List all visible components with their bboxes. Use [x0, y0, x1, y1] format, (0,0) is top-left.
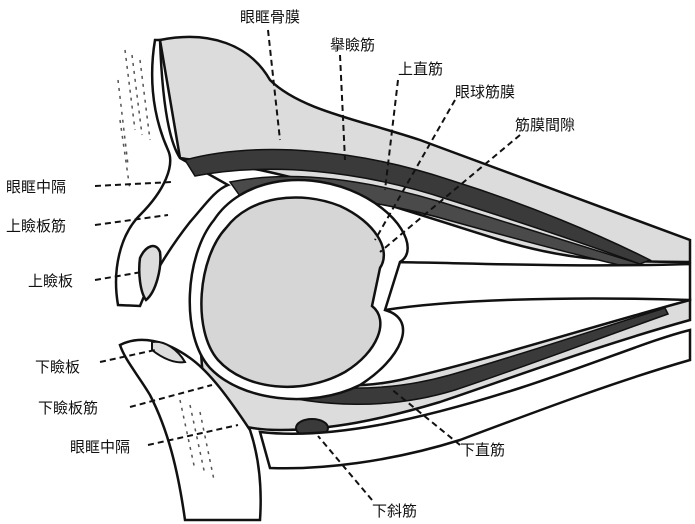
label-septum-lower: 眼眶中隔 — [70, 438, 130, 456]
label-orbital-periosteum: 眼眶骨膜 — [240, 8, 300, 26]
label-episcleral-space: 筋膜間隙 — [515, 116, 575, 134]
label-septum-upper: 眼眶中隔 — [6, 178, 66, 196]
label-inferior-oblique: 下斜筋 — [372, 502, 417, 520]
label-upper-tarsus: 上瞼板 — [28, 272, 73, 290]
label-superior-tarsal-muscle: 上瞼板筋 — [6, 217, 66, 235]
label-levator-palpebrae: 擧瞼筋 — [330, 36, 375, 54]
upper-tarsus-shape — [139, 246, 160, 300]
eyeball-globe — [201, 197, 383, 386]
label-superior-rectus: 上直筋 — [398, 60, 443, 78]
label-inferior-tarsal-muscle: 下瞼板筋 — [38, 399, 98, 417]
label-tenons-capsule: 眼球筋膜 — [455, 83, 515, 101]
label-inferior-rectus: 下直筋 — [460, 441, 505, 459]
label-lower-tarsus: 下瞼板 — [35, 358, 80, 376]
optic-nerve — [380, 262, 690, 310]
leader-septum-upper — [95, 182, 172, 186]
upper-skin-hatching — [118, 50, 150, 190]
